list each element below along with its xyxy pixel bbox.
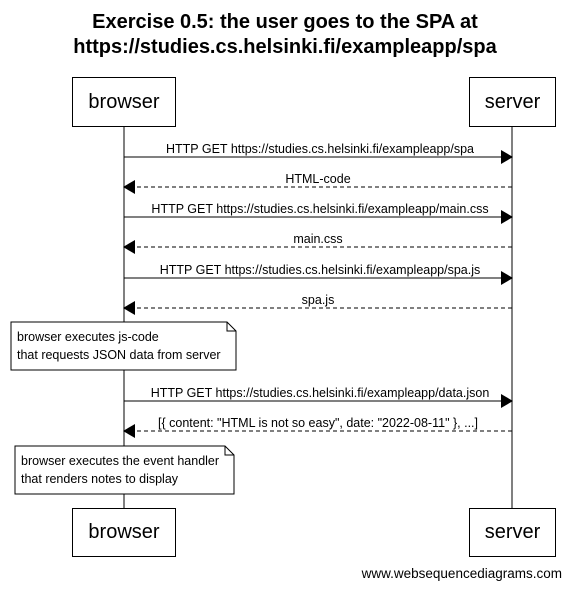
participant-browser-bottom-label: browser (88, 521, 160, 543)
message-label-7: HTTP GET https://studies.cs.helsinki.fi/… (150, 386, 490, 400)
note-1-line-1: browser executes js-code (17, 330, 159, 344)
title-line-2: https://studies.cs.helsinki.fi/exampleap… (73, 36, 497, 58)
message-label-4: main.css (293, 232, 343, 246)
note-1: browser executes js-code that requests J… (17, 328, 221, 364)
participant-server-bottom-label: server (484, 521, 541, 543)
participant-server-top-label: server (484, 90, 541, 113)
note-2: browser executes the event handler that … (21, 452, 219, 488)
note-fold-1 (226, 322, 236, 332)
note-fold-2 (224, 446, 234, 456)
note-box-1 (10, 321, 237, 371)
note-2-line-2: that renders notes to display (21, 472, 179, 486)
message-label-2: HTML-code (285, 172, 351, 186)
note-box-2 (14, 445, 235, 495)
footer-credit: www.websequencediagrams.com (361, 566, 562, 581)
participant-browser-top: browser (72, 77, 176, 127)
message-label-8: [{ content: "HTML is not so easy", date:… (157, 416, 479, 430)
participant-browser-top-label: browser (88, 90, 160, 113)
message-label-6: spa.js (301, 293, 335, 307)
participant-browser-bottom: browser (72, 508, 176, 557)
title-line-1: Exercise 0.5: the user goes to the SPA a… (92, 11, 478, 33)
note-1-line-2: that requests JSON data from server (17, 348, 221, 362)
participant-server-bottom: server (469, 508, 556, 557)
diagram-title: Exercise 0.5: the user goes to the SPA a… (0, 10, 570, 60)
message-label-1: HTTP GET https://studies.cs.helsinki.fi/… (165, 142, 475, 156)
note-2-line-1: browser executes the event handler (21, 454, 220, 468)
participant-server-top: server (469, 77, 556, 127)
message-label-5: HTTP GET https://studies.cs.helsinki.fi/… (159, 263, 481, 277)
message-label-3: HTTP GET https://studies.cs.helsinki.fi/… (151, 202, 489, 216)
